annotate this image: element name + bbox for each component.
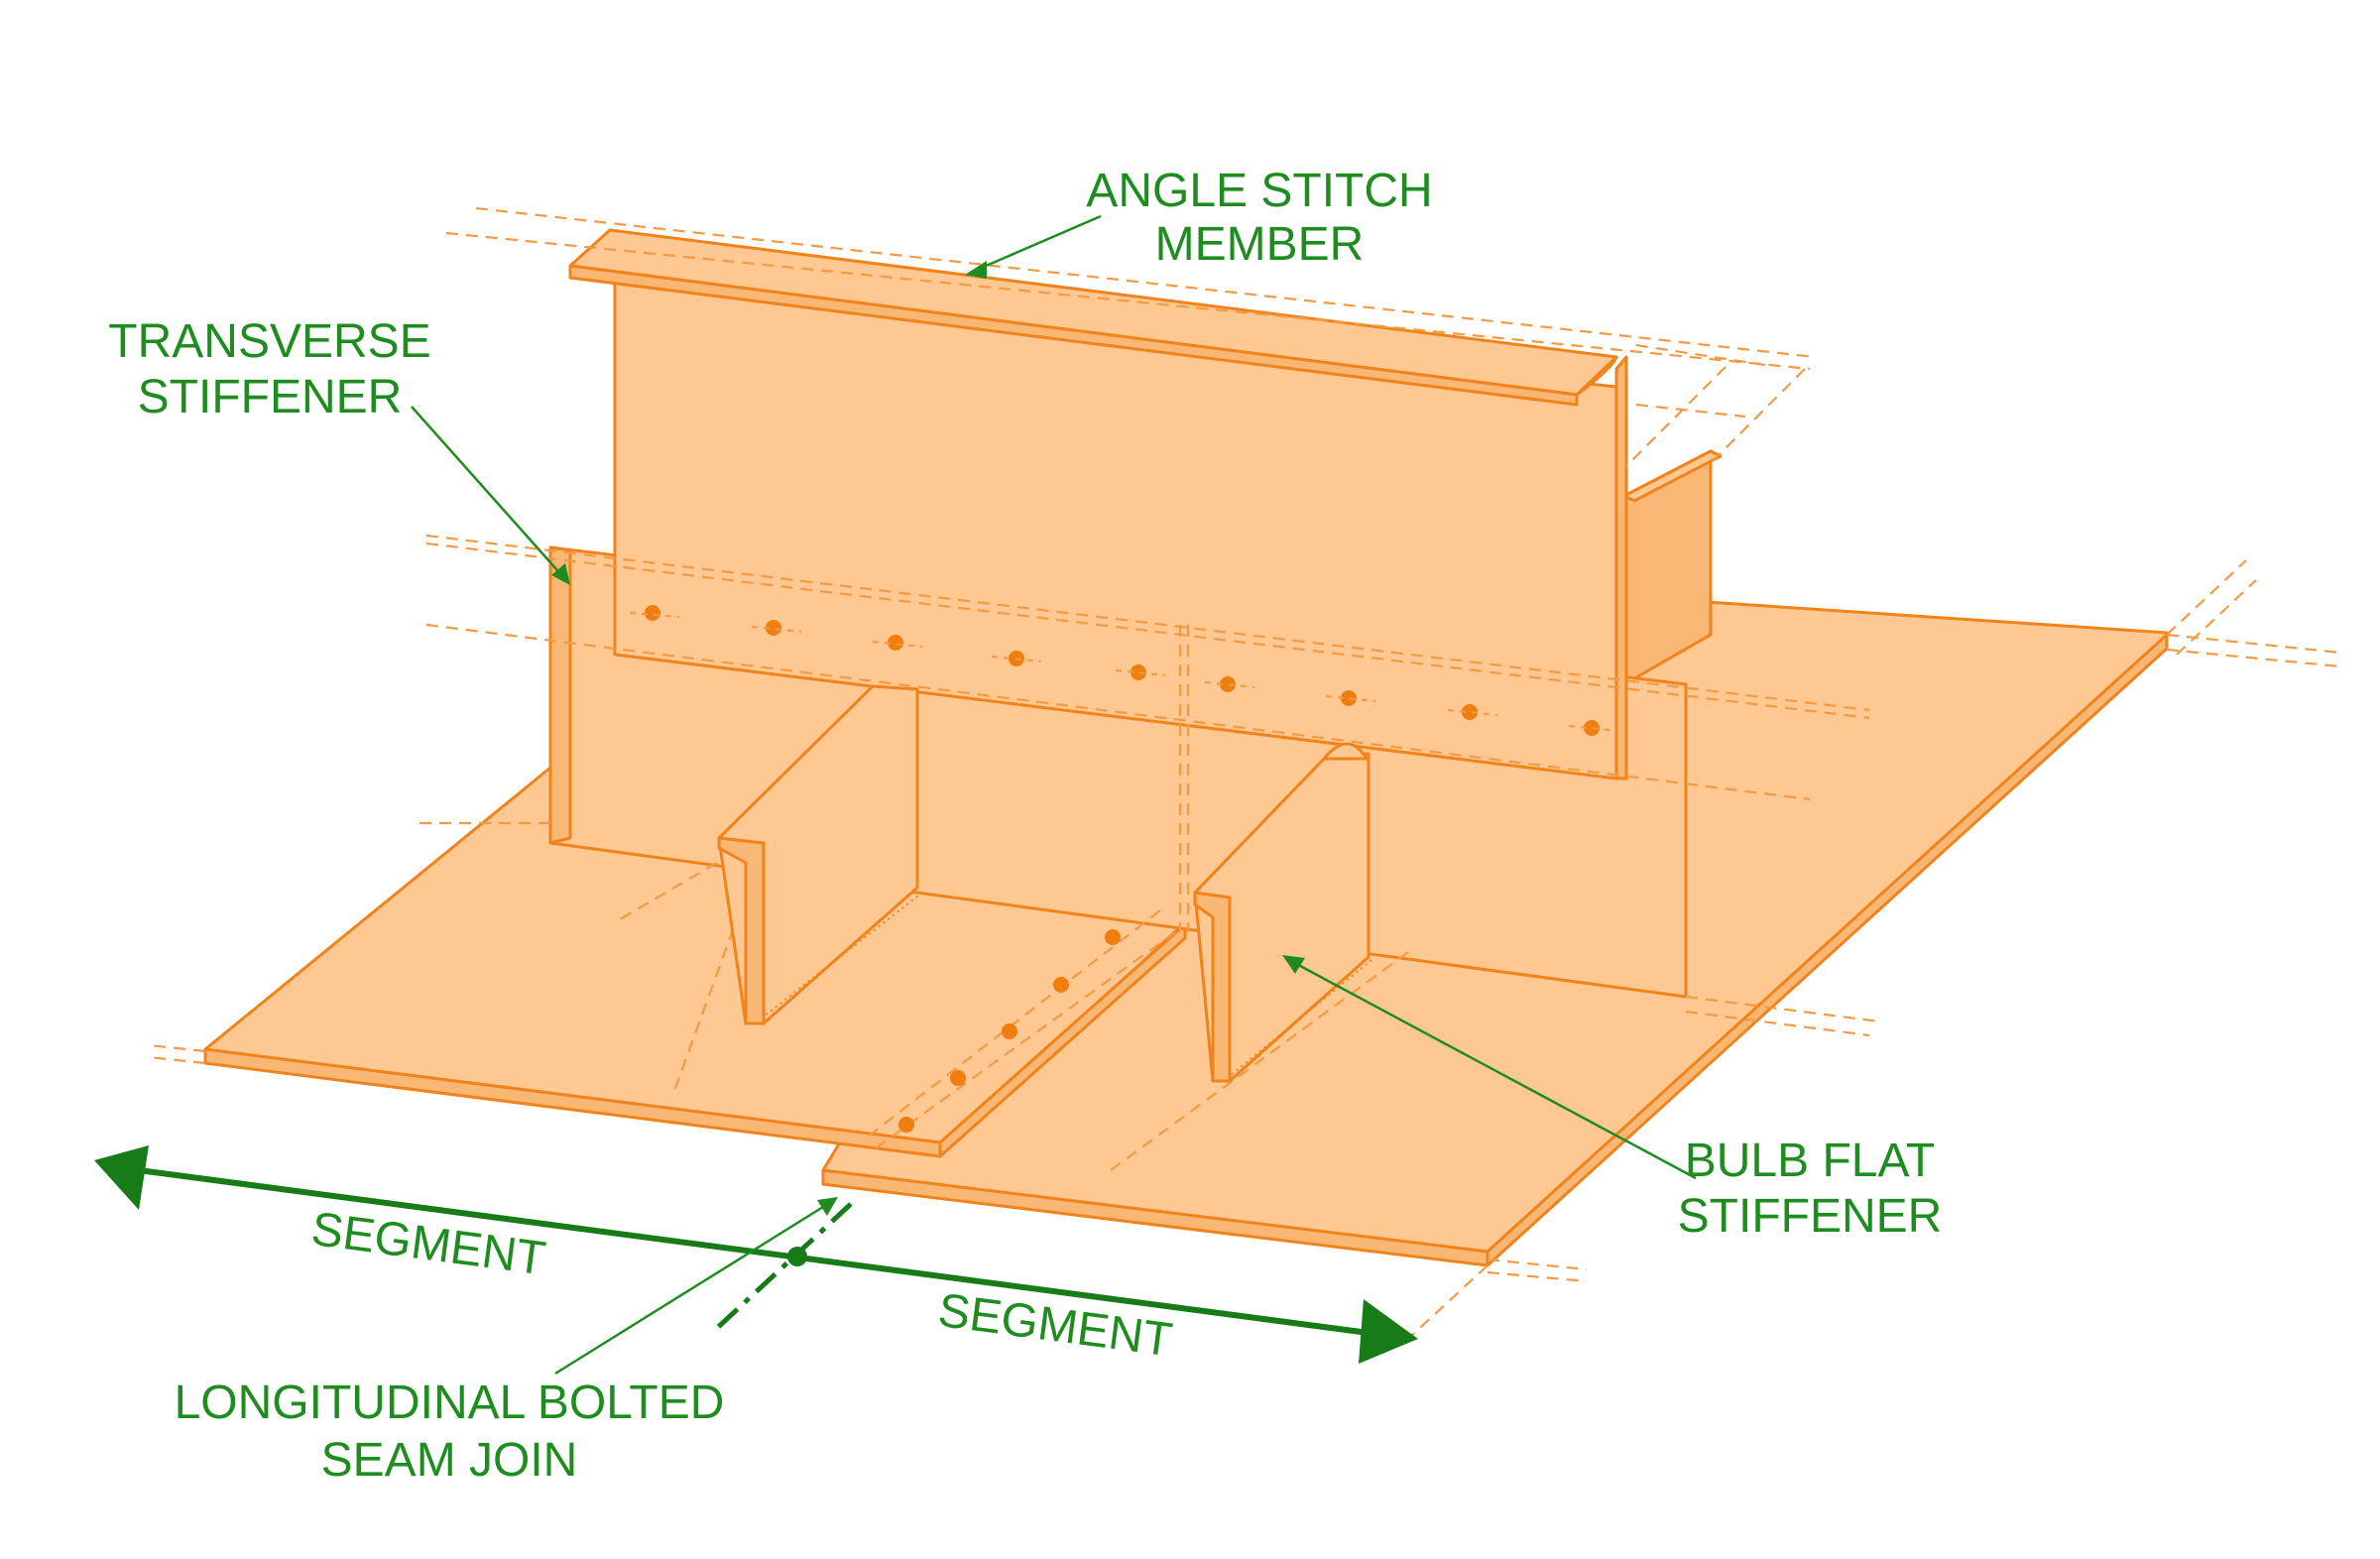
label-angle-stitch-1: ANGLE STITCH: [1086, 165, 1432, 217]
label-seam-join-1: LONGITUDINAL BOLTED: [175, 1377, 725, 1429]
label-transverse-1: TRANSVERSE: [108, 315, 430, 368]
left-bulb-flat: [717, 684, 923, 1025]
bolt: [1462, 704, 1478, 720]
label-bulb-flat-1: BULB FLAT: [1685, 1135, 1936, 1187]
segment-arrowhead-left: [94, 1145, 149, 1210]
bolt: [645, 605, 660, 621]
bolt: [1002, 1023, 1017, 1039]
bolt: [1105, 929, 1121, 945]
bolt: [766, 620, 781, 636]
seam-point: [787, 1247, 807, 1266]
label-bulb-flat-2: STIFFENER: [1678, 1190, 1943, 1243]
bolt: [888, 635, 903, 651]
bolt: [1130, 664, 1146, 680]
bolt: [1053, 977, 1069, 993]
bolt: [1584, 720, 1600, 736]
web-bolts: [629, 605, 1619, 736]
bolt: [1220, 676, 1236, 692]
seam-bolts: [898, 929, 1121, 1133]
segment-arrowhead-right: [1359, 1299, 1418, 1364]
right-bulb-flat: [1193, 742, 1372, 1083]
annotations: ANGLE STITCH MEMBER TRANSVERSE STIFFENER…: [94, 165, 1942, 1487]
label-segment-right: SEGMENT: [935, 1284, 1175, 1368]
bolt-centre-lines: [148, 206, 2341, 1340]
bolt: [950, 1070, 966, 1086]
label-segment-left: SEGMENT: [308, 1203, 548, 1286]
bolt: [898, 1117, 914, 1133]
bolt: [1341, 690, 1357, 706]
label-seam-join-2: SEAM JOIN: [321, 1434, 578, 1487]
label-angle-stitch-2: MEMBER: [1155, 218, 1365, 271]
label-transverse-2: STIFFENER: [138, 371, 403, 423]
